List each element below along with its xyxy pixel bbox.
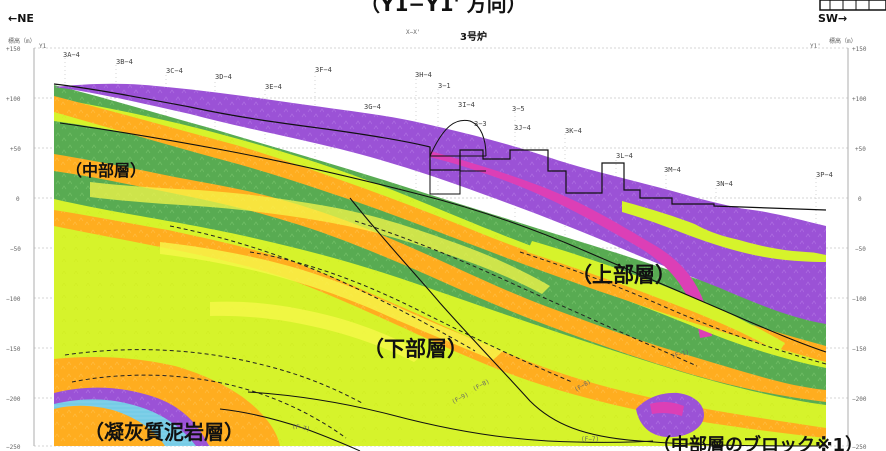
left-tick: 0 (16, 196, 20, 203)
lime-wisp-2 (160, 242, 503, 360)
right-tick: −200 (852, 396, 867, 403)
borehole-label: 3H−4 (415, 71, 432, 79)
right-tick: +150 (852, 46, 867, 53)
left-axis-unit: 標高（m） (8, 37, 36, 45)
borehole-label: 3P−4 (816, 171, 833, 179)
borehole-label: 3D−4 (215, 73, 232, 81)
borehole-label: 3−3 (474, 120, 487, 128)
major-contact-line (59, 122, 827, 353)
borehole-label: 3L−4 (616, 152, 633, 160)
left-tick: +100 (6, 96, 21, 103)
fault-label-f1: (F−1) (671, 349, 690, 360)
middle-layer-label: （中部層） (66, 161, 146, 180)
contact-dashed-3 (169, 225, 476, 352)
left-section-end: Y1 (39, 43, 47, 50)
orange-band-2 (54, 154, 826, 402)
borehole-label: 3B−4 (116, 58, 133, 66)
left-tick: +150 (6, 46, 21, 53)
left-tick: −50 (10, 246, 21, 253)
right-section-end: Y1' (810, 43, 821, 50)
left-tick: −150 (6, 346, 21, 353)
orange-band-3 (54, 210, 826, 438)
fault-label-f7-left: (F−7) (292, 423, 311, 433)
axis-labels: +150 +100 +50 0 −50 −100 −150 −200 −250 … (6, 46, 867, 451)
borehole-label: 3G−4 (364, 103, 381, 111)
diagram-title: （Y1−Y1' 方向） (360, 0, 527, 16)
left-tick: +50 (10, 146, 21, 153)
lime-wisp-3 (210, 301, 425, 362)
borehole-label: 3C−4 (166, 67, 183, 75)
block-magenta-lens (650, 401, 684, 416)
upper-right-purple-block (675, 206, 826, 255)
ground-profile-line (53, 83, 827, 211)
lime-wisp-1 (90, 182, 550, 294)
lower-layer-label: （下部層） (363, 337, 468, 361)
structures-and-outlines (53, 83, 827, 451)
borehole-label: 3A−4 (63, 51, 80, 59)
borehole-label: 3M−4 (664, 166, 681, 174)
borehole-label: 3J−4 (514, 124, 531, 132)
right-tick: 0 (858, 196, 862, 203)
contact-dashed-1 (64, 349, 363, 404)
lime-wisp-4 (527, 241, 785, 352)
right-axis-unit: 標高（m） (829, 37, 857, 45)
block-label: （中部層のブロック※1） (653, 434, 863, 451)
borehole-labels: 3A−4 3B−4 3C−4 3D−4 3E−4 3F−4 3H−4 3−1 3… (63, 51, 833, 188)
right-tick: −50 (855, 246, 866, 253)
right-direction-label: SW→ (818, 12, 847, 25)
fault-label-f7: (F−7) (581, 436, 599, 443)
contact-dashed-5 (354, 220, 698, 367)
tuff-purple-band (54, 387, 209, 446)
tuff-orange-inner (54, 405, 165, 446)
borehole-label: 3E−4 (265, 83, 282, 91)
fault-trace-lower (247, 391, 654, 443)
left-tick: −200 (6, 396, 21, 403)
section-mark: X−X' (406, 29, 420, 36)
orange-band-1 (54, 96, 826, 362)
top-right-box (819, 0, 886, 11)
upper-layer-label: （上部層） (571, 263, 676, 287)
left-tick: −100 (6, 296, 21, 303)
top-header: （Y1−Y1' 方向） ←NE SW→ 3号炉 X−X' 標高（m） 標高（m）… (8, 0, 886, 50)
borehole-label: 3F−4 (315, 66, 332, 74)
left-direction-label: ←NE (8, 12, 34, 25)
reactor-dome (429, 119, 487, 157)
borehole-label: 3−5 (512, 105, 525, 113)
tuff-layer-label: （凝灰質泥岩層） (84, 420, 244, 444)
borehole-label: 3K−4 (565, 127, 582, 135)
reactor-foundation (429, 156, 486, 195)
right-tick: +100 (852, 96, 867, 103)
right-tick: +50 (855, 146, 866, 153)
right-tick: −150 (852, 346, 867, 353)
borehole-label: 3I−4 (458, 101, 475, 109)
contact-dashed-4 (249, 251, 573, 383)
fault-trace-bottom (219, 408, 361, 451)
left-tick: −250 (6, 444, 21, 451)
contact-dashed-2 (71, 374, 347, 439)
right-tick: −250 (852, 444, 867, 451)
lime-wisp-5 (622, 201, 826, 262)
fault-trace-main (349, 197, 827, 447)
contact-dashed-6 (519, 251, 827, 365)
reactor-label: 3号炉 (460, 30, 487, 43)
region-labels: （中部層） （上部層） （下部層） （凝灰質泥岩層） （中部層のブロック※1） (66, 161, 863, 451)
right-tick: −100 (852, 296, 867, 303)
borehole-label: 3−1 (438, 82, 451, 90)
borehole-label: 3N−4 (716, 180, 733, 188)
